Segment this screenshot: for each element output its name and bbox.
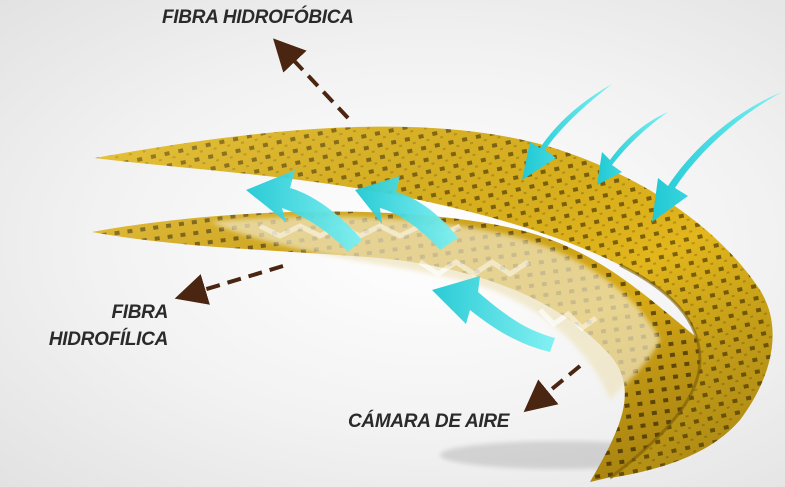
dashed-leader-arrow [536, 366, 580, 402]
curved-airflow-arrow [652, 92, 782, 222]
hydrophilic-fiber-label-line1: FIBRA [38, 299, 168, 326]
hydrophobic-fiber-label: FIBRA HIDROFÓBICA [162, 7, 354, 29]
air-chamber-label: CÁMARA DE AIRE [348, 411, 509, 433]
hydrophilic-fiber-label-line2: HIDROFÍLICA [38, 326, 168, 353]
dashed-leader-arrow [284, 50, 348, 118]
curved-airflow-arrow [597, 112, 668, 185]
dashed-leader-arrow [190, 266, 283, 294]
hydrophilic-fiber-label: FIBRA HIDROFÍLICA [38, 299, 168, 353]
